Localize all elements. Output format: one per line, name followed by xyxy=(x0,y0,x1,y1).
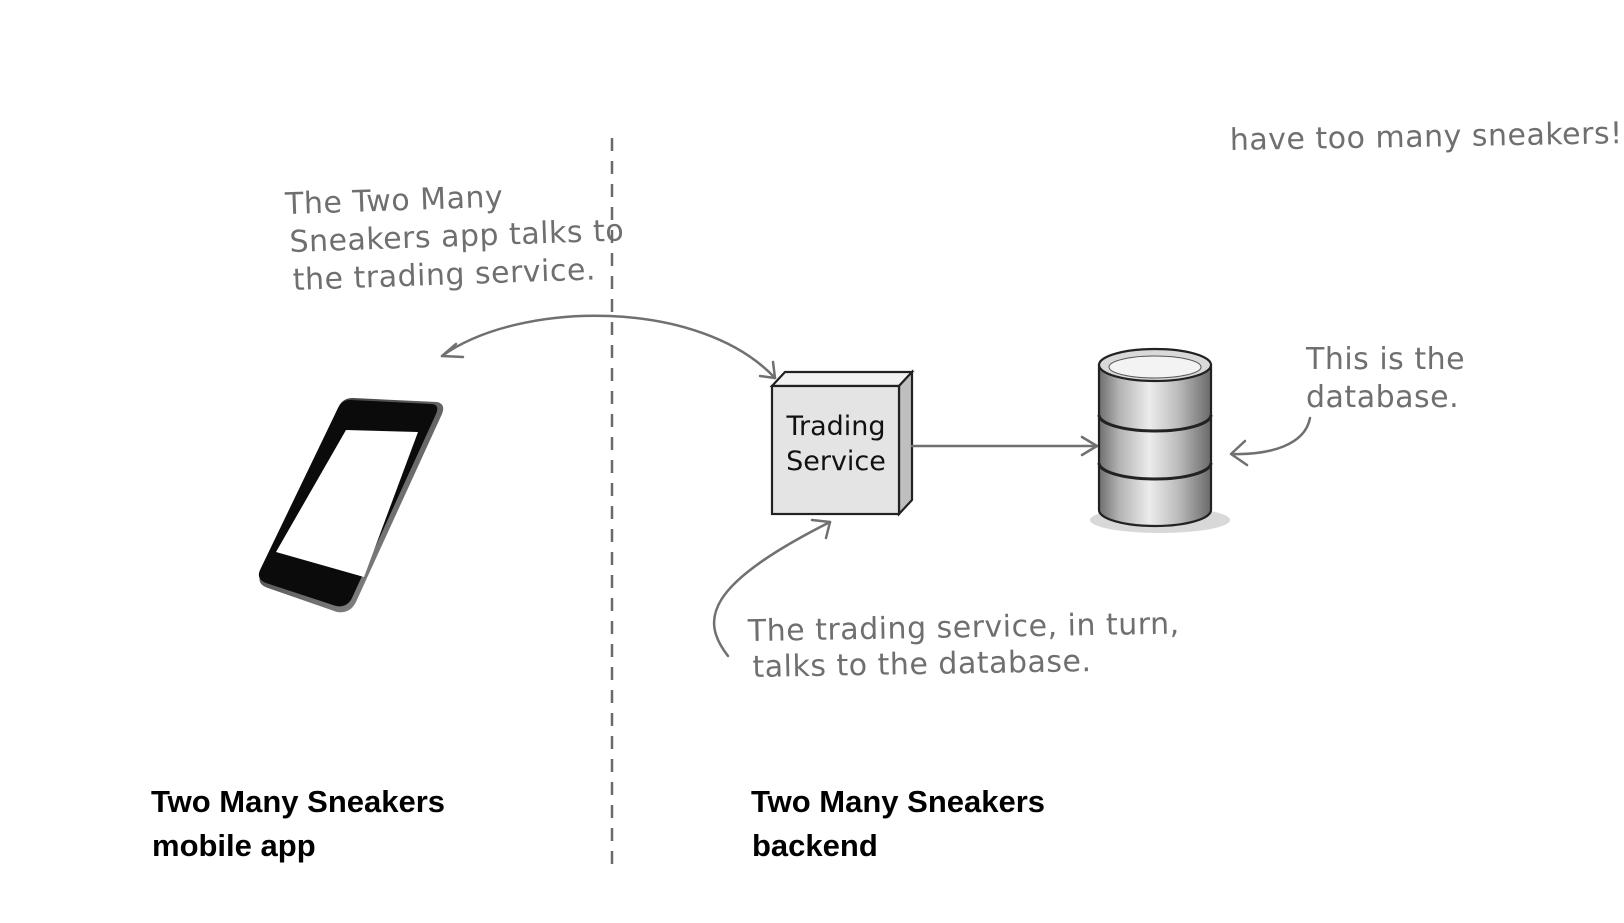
backend-caption-line2: backend xyxy=(752,828,878,863)
arrowhead-db xyxy=(1080,435,1099,457)
trading-service-label: Trading xyxy=(785,411,885,442)
service-note-line: talks to the database. xyxy=(752,644,1092,685)
arrowhead-left xyxy=(440,342,465,359)
db-note: This is the database. xyxy=(1305,342,1465,415)
db-note-arrow xyxy=(1230,416,1312,456)
service-note-arrow xyxy=(712,520,832,658)
service-note: The trading service, in turn, talks to t… xyxy=(747,607,1180,685)
db-note-line: database. xyxy=(1306,380,1459,415)
db-note-line: This is the xyxy=(1305,342,1465,377)
top-note: have too many sneakers! xyxy=(1230,116,1623,158)
mobile-caption-line1: Two Many Sneakers xyxy=(151,784,445,819)
trading-service-box: Trading Service xyxy=(769,369,915,517)
backend-caption-line1: Two Many Sneakers xyxy=(751,784,1045,819)
app-note-line: The Two Many xyxy=(284,180,504,223)
arrowhead-right xyxy=(758,360,777,380)
smartphone-icon xyxy=(258,398,444,613)
trading-service-label: Service xyxy=(786,446,886,477)
database-icon xyxy=(1090,347,1230,533)
db-note-arrowhead xyxy=(1229,439,1249,467)
app-note-line: the trading service. xyxy=(292,252,596,298)
mobile-caption-line2: mobile app xyxy=(152,828,316,863)
service-note-line: The trading service, in turn, xyxy=(747,607,1180,650)
app-note: The Two Many Sneakers app talks to the t… xyxy=(284,180,625,298)
app-service-arrow xyxy=(440,314,777,380)
service-note-arrowhead xyxy=(810,518,832,540)
